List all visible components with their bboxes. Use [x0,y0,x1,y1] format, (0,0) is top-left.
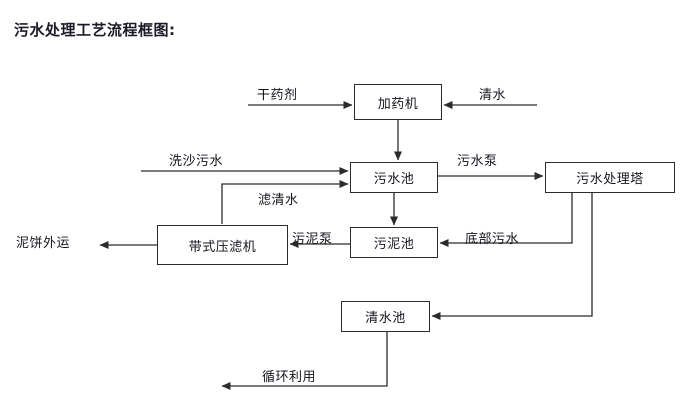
terminal-label-mud-cake-out: 泥饼外运 [16,236,71,251]
node-treatment-tower-label: 污水处理塔 [576,172,644,187]
edge-label-bottom-sewage: 底部污水 [465,232,520,247]
node-sludge-pool-label: 污泥池 [373,237,415,252]
wire-clear-water-pool-to-recycle [221,332,388,390]
node-wastewater-pool-label: 污水池 [373,172,415,187]
edge-label-clean-water: 清水 [479,88,507,103]
edge-label-sludge-pump: 污泥泵 [292,232,333,247]
wire-filtered-water-return [221,180,349,224]
node-dosing-machine[interactable]: 加药机 [354,84,442,120]
page-title: 污水处理工艺流程框图: [14,21,176,39]
node-belt-filter-press-label: 带式压滤机 [188,239,257,255]
node-clear-water-pool-label: 清水池 [365,311,406,326]
node-dosing-machine-label: 加药机 [377,96,419,112]
node-treatment-tower[interactable]: 污水处理塔 [545,162,675,193]
edge-label-sewage-pump: 污水泵 [457,154,498,169]
node-sludge-pool[interactable]: 污泥池 [350,227,438,258]
edge-label-sand-wash-sewage: 洗沙污水 [169,154,224,169]
node-clear-water-pool[interactable]: 清水池 [341,301,430,332]
edge-label-dry-chemical: 干药剂 [257,88,298,103]
wire-bottom-sewage-to-sludge-pool [439,193,573,247]
edge-label-filtered-water: 滤清水 [258,193,299,208]
node-wastewater-pool[interactable]: 污水池 [350,162,438,193]
node-belt-filter-press[interactable]: 带式压滤机 [157,225,288,265]
wire-tower-to-clear-water-pool [431,193,593,320]
edge-label-recycle-use: 循环利用 [262,370,317,385]
